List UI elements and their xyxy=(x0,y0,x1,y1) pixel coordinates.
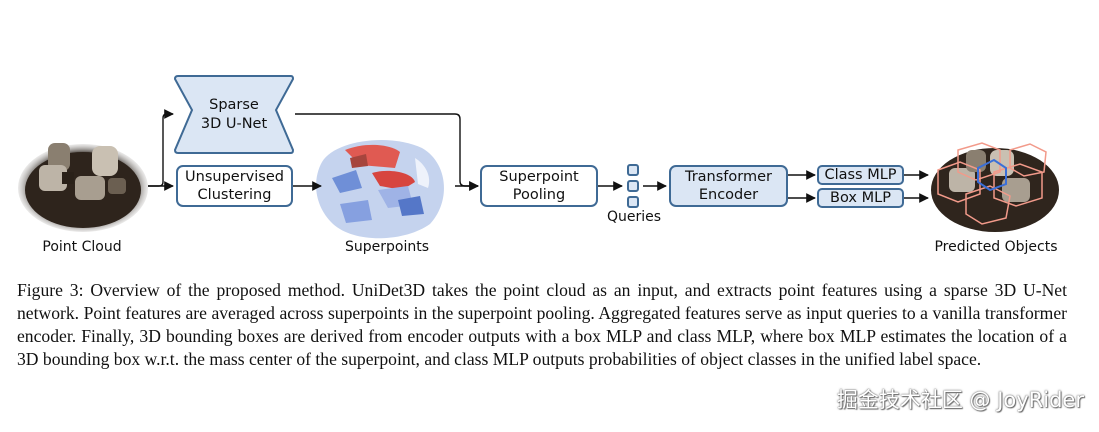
figure-caption: Figure 3: Overview of the proposed metho… xyxy=(17,280,1067,369)
class-mlp-block: Class MLP xyxy=(817,165,904,185)
point-cloud-image xyxy=(18,143,148,232)
queries-label: Queries xyxy=(606,209,662,225)
predicted-objects-image xyxy=(931,142,1059,232)
query-token xyxy=(627,196,639,208)
point-cloud-label: Point Cloud xyxy=(42,239,122,255)
query-token xyxy=(627,180,639,192)
superpoints-label: Superpoints xyxy=(344,239,430,255)
box-mlp-block: Box MLP xyxy=(817,188,904,208)
sparse-unet-label: Sparse 3D U-Net xyxy=(200,97,268,132)
sparse-unet-block xyxy=(173,75,295,154)
query-token xyxy=(627,164,639,176)
transformer-encoder-block: Transformer Encoder xyxy=(669,165,788,207)
superpoints-image xyxy=(316,140,444,239)
predicted-objects-label: Predicted Objects xyxy=(934,239,1058,255)
superpoint-pooling-block: Superpoint Pooling xyxy=(480,165,598,207)
watermark: 掘金技术社区 @ JoyRider xyxy=(836,388,1084,412)
unsupervised-clustering-block: Unsupervised Clustering xyxy=(176,165,293,207)
arrow-cloud-to-unet xyxy=(148,109,174,187)
method-diagram xyxy=(18,75,1059,239)
